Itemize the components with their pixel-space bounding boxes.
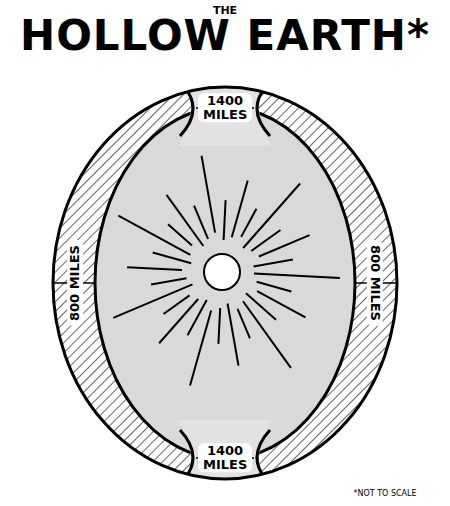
sun-ray — [127, 267, 182, 270]
hollow-interior — [95, 107, 355, 459]
sun-ray — [257, 291, 305, 317]
sun-ray — [251, 230, 280, 251]
central-sun — [204, 254, 240, 290]
sun-ray — [167, 195, 204, 246]
south-polar-opening — [178, 420, 272, 496]
sun-ray — [168, 224, 192, 245]
sun-ray — [228, 304, 239, 366]
dimension-label: 1400 MILES — [198, 93, 252, 122]
sun-ray — [243, 184, 300, 248]
sun-ray — [224, 200, 226, 240]
outer-surface — [53, 87, 397, 479]
sun-ray — [254, 260, 293, 267]
dimension-label: 800 MILES — [367, 240, 383, 326]
sun-ray — [259, 235, 310, 256]
sun-ray — [113, 284, 192, 317]
sun-ray — [153, 252, 192, 263]
sun-ray — [194, 206, 208, 239]
title-prefix: THE — [213, 5, 237, 17]
sun-rays — [113, 156, 340, 386]
footnote: *NOT TO SCALE — [353, 490, 416, 498]
title: HOLLOW EARTH* — [20, 14, 430, 58]
sun-ray — [243, 301, 291, 368]
sun-ray — [202, 156, 216, 233]
dimension-label: 800 MILES — [67, 240, 83, 326]
north-polar-opening — [178, 70, 272, 146]
sun-ray — [257, 282, 292, 292]
sun-ray — [254, 274, 340, 278]
sun-ray — [218, 308, 220, 344]
sun-ray — [188, 300, 207, 335]
sun-ray — [164, 295, 190, 314]
dimension-lines — [54, 108, 396, 458]
sun-ray — [241, 209, 256, 237]
sun-ray — [190, 311, 211, 386]
sun-ray — [246, 293, 276, 319]
sun-ray — [151, 278, 186, 284]
dimension-label: 1400 MILES — [198, 443, 252, 472]
sun-ray — [238, 309, 250, 338]
sun-ray — [159, 299, 198, 343]
